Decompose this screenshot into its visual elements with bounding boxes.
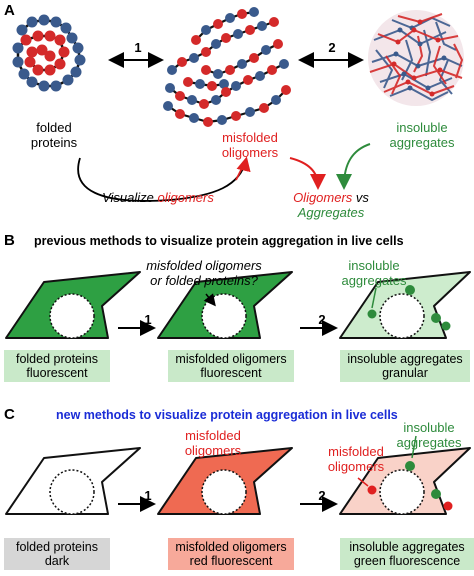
panel-c-title: new methods to visualize protein aggrega…	[56, 408, 398, 422]
panel-b-box-3: insoluble aggregates granular	[340, 350, 470, 382]
misfolded-label-line1: misfolded	[222, 130, 278, 145]
c-misfolded2-line2: oligomers	[327, 459, 385, 474]
c-misfolded-line2: oligomers	[184, 443, 242, 458]
step-1-label: 1	[134, 40, 142, 55]
c-box2-line1: misfolded oligomers	[175, 540, 287, 554]
folded-label-line2: proteins	[30, 135, 78, 150]
panel-c-step-1: 1	[144, 488, 152, 503]
panel-b-step-2: 2	[318, 312, 326, 327]
visualize-prefix: Visualize	[102, 190, 158, 205]
panel-b-cell-3	[339, 271, 471, 339]
panel-b-step-1: 1	[144, 312, 152, 327]
question-line1: misfolded oligomers	[146, 258, 262, 273]
c-box2-line2: red fluorescent	[189, 554, 273, 568]
b-insoluble-line1: insoluble	[348, 258, 400, 273]
visualize-oligomers-label: Visualize oligomers	[88, 190, 228, 205]
visualize-word: oligomers	[157, 190, 214, 205]
misfolded-oligomer-network	[163, 7, 291, 127]
b-box2-line2: fluorescent	[200, 366, 262, 380]
vs-word: vs	[352, 190, 369, 205]
misfolded-oligomers-label: misfolded oligomers	[200, 130, 300, 160]
panel-c-insoluble-label: insoluble aggregates	[384, 420, 474, 450]
insoluble-aggregates-label: insoluble aggregates	[370, 120, 474, 150]
c-insoluble-line2: aggregates	[396, 435, 462, 450]
insoluble-label-line2: aggregates	[389, 135, 455, 150]
insoluble-aggregate-ball	[368, 10, 464, 106]
folded-proteins-label: folded proteins	[2, 120, 106, 150]
vs-oligomers: Oligomers	[293, 190, 353, 205]
green-arrow-to-vs	[336, 143, 371, 190]
panel-b-cell-1	[5, 271, 141, 339]
panel-c-cell-1	[5, 447, 141, 515]
panel-b-question: misfolded oligomers or folded proteins?	[144, 258, 264, 288]
c-insoluble-line1: insoluble	[403, 420, 455, 435]
c-box1-line2: dark	[44, 554, 70, 568]
panel-b-question-arrow	[203, 293, 216, 307]
panel-c-misfolded-label: misfolded oligomers	[168, 428, 258, 458]
panel-b-insoluble-label: insoluble aggregates	[324, 258, 424, 288]
panel-c-box-1: folded proteins dark	[4, 538, 110, 570]
question-line2: or folded proteins?	[150, 273, 258, 288]
b-box1-line1: folded proteins	[15, 352, 98, 366]
b-box1-line2: fluorescent	[26, 366, 88, 380]
b-box2-line1: misfolded oligomers	[175, 352, 287, 366]
oligomers-vs-aggregates-label: Oligomers vs Aggregates	[276, 190, 386, 220]
b-insoluble-line2: aggregates	[341, 273, 407, 288]
folded-protein-cluster	[12, 14, 86, 92]
step-2-label: 2	[328, 40, 336, 55]
panel-c-misfolded-label-2: misfolded oligomers	[316, 444, 396, 474]
panel-c-letter: C	[4, 406, 15, 423]
misfolded-label-line2: oligomers	[221, 145, 279, 160]
panel-b-box-2: misfolded oligomers fluorescent	[168, 350, 294, 382]
c-box3-line1: insoluble aggregates	[349, 540, 465, 554]
visualize-arrow-tip	[235, 159, 247, 181]
panel-c-cell-3	[339, 435, 471, 515]
folded-label-line1: folded	[36, 120, 72, 135]
c-misfolded-line1: misfolded	[185, 428, 241, 443]
c-misfolded2-line1: misfolded	[328, 444, 384, 459]
visualize-arrow-black	[77, 156, 251, 202]
panel-c-cell-2	[157, 447, 293, 515]
c-box3-line2: green fluorescence	[353, 554, 461, 568]
panel-b-box-1: folded proteins fluorescent	[4, 350, 110, 382]
panel-c-step-2: 2	[318, 488, 326, 503]
panel-c-box-2: misfolded oligomers red fluorescent	[168, 538, 294, 570]
b-box3-line2: granular	[382, 366, 428, 380]
b-box3-line1: insoluble aggregates	[347, 352, 463, 366]
insoluble-label-line1: insoluble	[396, 120, 448, 135]
panel-c-box-3: insoluble aggregates green fluorescence	[340, 538, 474, 570]
panel-b-title: previous methods to visualize protein ag…	[34, 234, 404, 248]
panel-b-letter: B	[4, 232, 15, 249]
c-box1-line1: folded proteins	[15, 540, 98, 554]
panel-a-letter: A	[4, 2, 15, 19]
red-arrow-to-vs	[289, 157, 326, 190]
vs-aggregates: Aggregates	[297, 205, 365, 220]
